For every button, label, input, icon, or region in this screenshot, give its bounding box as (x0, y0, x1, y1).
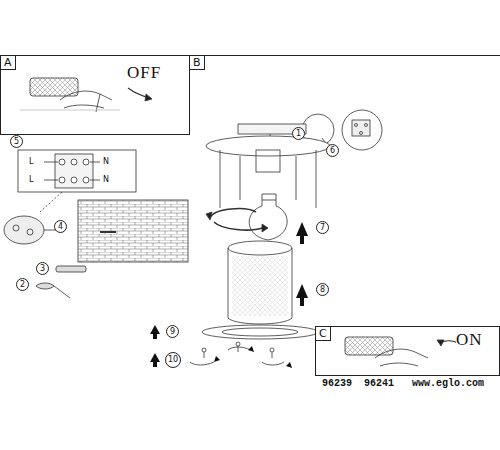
terminal-label: L (29, 158, 33, 166)
web-address: www.eglo.com (412, 379, 484, 389)
article-number: 96241 (364, 379, 394, 389)
callout-number: 3 (40, 265, 45, 273)
panel-letter: A (1, 56, 16, 70)
callout-number: 6 (326, 144, 339, 157)
article-number: 96239 (322, 379, 352, 389)
callout-number: 7 (316, 221, 329, 234)
terminal-label: N (103, 176, 109, 184)
step-panel: C ON (315, 326, 500, 376)
callout-number: 9 (170, 328, 175, 336)
callout-number: 10 (165, 352, 181, 368)
callout-number: 2 (16, 278, 29, 291)
step-panel: B1678910CON (190, 55, 500, 395)
panel-letter: C (316, 327, 331, 341)
terminal-label: N (103, 158, 109, 166)
callout-number: 1 (296, 130, 301, 138)
step-panel: A OFF (0, 55, 190, 135)
terminal-label: L (29, 176, 33, 184)
callout-number: 4 (54, 220, 67, 233)
callout-number: 10 (168, 356, 178, 364)
callout-number: 7 (320, 224, 325, 232)
callout-number: 5 (10, 135, 23, 148)
callout-number: 6 (330, 147, 335, 155)
callout-number: 9 (166, 325, 179, 338)
callout-number: 1 (292, 127, 305, 140)
callout-number: 5 (14, 138, 19, 146)
panel-letter: B (190, 56, 205, 70)
switch-state: ON (456, 331, 483, 348)
callout-number: 4 (58, 223, 63, 231)
callout-number: 8 (320, 286, 325, 294)
switch-state: OFF (127, 64, 161, 81)
callout-number: 3 (36, 262, 49, 275)
callout-number: 8 (316, 283, 329, 296)
callout-number: 2 (20, 281, 25, 289)
